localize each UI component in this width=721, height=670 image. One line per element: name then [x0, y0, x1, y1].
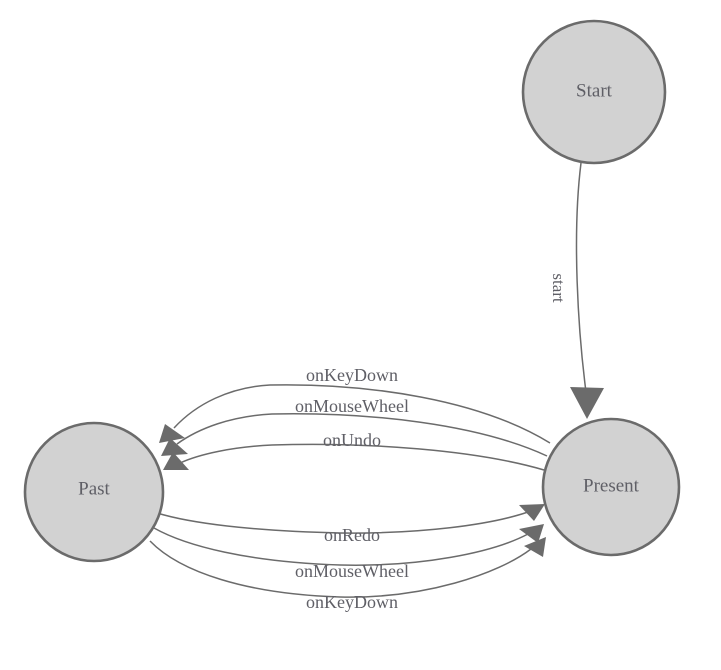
arrowhead-present-to-past-onmousewheel: [161, 438, 188, 456]
node-start-label: Start: [576, 80, 613, 101]
edge-past-to-present-onmousewheel[interactable]: onMouseWheel: [153, 524, 544, 581]
edge-past-to-present-onkeydown[interactable]: onKeyDown: [149, 537, 546, 612]
edge-present-to-past-onmousewheel[interactable]: onMouseWheel: [161, 396, 548, 457]
edge-past-to-present-onmousewheel-path: [153, 527, 529, 566]
node-present-label: Present: [583, 475, 640, 496]
arrowhead-present-to-past-onundo: [163, 452, 189, 470]
edge-present-to-past-onkeydown-path: [173, 384, 551, 444]
edge-past-to-present-onredo[interactable]: onRedo: [156, 504, 545, 545]
node-start[interactable]: Start: [521, 19, 667, 165]
edge-present-to-past-onundo-path: [179, 443, 545, 471]
edge-label-past-to-present-onredo: onRedo: [324, 525, 380, 545]
edge-present-to-past-onundo[interactable]: onUndo: [163, 430, 545, 471]
node-present-circle: [541, 417, 681, 557]
edge-label-present-to-past-onkeydown: onKeyDown: [306, 365, 398, 385]
edge-present-to-past-onmousewheel-path: [176, 413, 548, 457]
node-past-label: Past: [78, 478, 110, 499]
node-past[interactable]: Past: [23, 421, 165, 563]
edge-start-to-present-path: [575, 162, 587, 393]
edge-past-to-present-onkeydown-path: [149, 540, 532, 598]
edge-label-start: start: [549, 273, 568, 303]
node-past-circle: [23, 421, 165, 563]
arrowhead-past-to-present-onmousewheel: [519, 524, 544, 543]
arrowhead-past-to-present-onredo: [519, 504, 545, 521]
edge-label-past-to-present-onmousewheel: onMouseWheel: [295, 561, 409, 581]
edge-start-to-present[interactable]: start: [549, 162, 604, 419]
node-start-circle: [521, 19, 667, 165]
arrowhead-past-to-present-onkeydown: [524, 537, 546, 557]
arrowhead-present-to-past-onkeydown: [159, 424, 185, 443]
edge-label-past-to-present-onkeydown: onKeyDown: [306, 592, 398, 612]
edge-label-present-to-past-onundo: onUndo: [323, 430, 381, 450]
node-present[interactable]: Present: [541, 417, 681, 557]
edge-past-to-present-onredo-path: [156, 511, 529, 534]
edge-present-to-past-onkeydown[interactable]: onKeyDown: [159, 365, 551, 444]
edge-label-present-to-past-onmousewheel: onMouseWheel: [295, 396, 409, 416]
arrowhead-start-to-present: [570, 387, 604, 419]
